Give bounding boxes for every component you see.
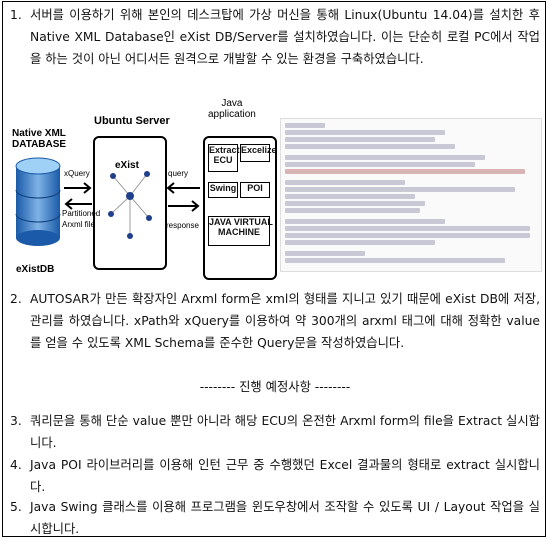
ubuntu-server-label: Ubuntu Server [94, 115, 170, 127]
jvm-box: JAVA VIRTUAL MACHINE [208, 216, 273, 246]
item-text: 쿼리문을 통해 단순 value 뿐만 아니라 해당 ECU의 온전한 Arxm… [30, 414, 540, 450]
poi-box: POI [240, 182, 270, 198]
item-number: 5. [10, 500, 22, 514]
item-number: 2. [10, 292, 22, 306]
extract-ecu-box: Extract ECU [208, 144, 240, 172]
existdb-label: eXistDB [16, 264, 55, 275]
code-screenshot [280, 118, 542, 272]
item-number: 1. [10, 8, 22, 22]
java-app-box: Extract ECU Excelize Swing POI JAVA VIRT… [203, 136, 277, 280]
list-item-3: 3. 쿼리문을 통해 단순 value 뿐만 아니라 해당 ECU의 온전한 A… [10, 410, 540, 454]
excelize-box: Excelize [240, 144, 277, 162]
native-db-label: Native XML DATABASE [12, 128, 67, 150]
query-arrows [166, 182, 200, 212]
response-label: response [166, 221, 199, 230]
section-separator: -------- 진행 예정사항 -------- [199, 380, 351, 394]
exist-label: eXist [115, 160, 139, 171]
item-number: 4. [10, 458, 22, 472]
query-label: query [168, 169, 189, 178]
xquery-arrows [64, 182, 92, 210]
swing-box: Swing [208, 182, 238, 198]
database-icon [15, 157, 61, 246]
list-item-1: 1. 서버를 이용하기 위해 본인의 데스크탑에 가상 머신을 통해 Linux… [10, 4, 540, 70]
item-text: 서버를 이용하기 위해 본인의 데스크탑에 가상 머신을 통해 Linux(Ub… [30, 8, 540, 66]
list-item-4: 4. Java POI 라이브러리를 이용해 인턴 근무 중 수행했던 Exce… [10, 454, 540, 498]
java-app-label: Java application [208, 98, 256, 120]
exist-network-icon [108, 171, 152, 239]
partitioned-label: Partitioned Arxml file [62, 209, 101, 229]
architecture-diagram: Native XML DATABASE eXistDB xQuery Parti… [8, 96, 542, 280]
exist-server-box: eXist [93, 136, 167, 270]
list-item-5: 5. Java Swing 클래스를 이용해 프로그램을 윈도우창에서 조작할 … [10, 496, 540, 540]
item-text: Java Swing 클래스를 이용해 프로그램을 윈도우창에서 조작할 수 있… [30, 500, 540, 536]
item-number: 3. [10, 414, 22, 428]
item-text: Java POI 라이브러리를 이용해 인턴 근무 중 수행했던 Excel 결… [30, 458, 540, 494]
list-item-2: 2. AUTOSAR가 만든 확장자인 Arxml form은 xml의 형태를… [10, 288, 540, 354]
xquery-label: xQuery [64, 169, 90, 178]
item-text: AUTOSAR가 만든 확장자인 Arxml form은 xml의 형태를 지니… [30, 292, 540, 350]
